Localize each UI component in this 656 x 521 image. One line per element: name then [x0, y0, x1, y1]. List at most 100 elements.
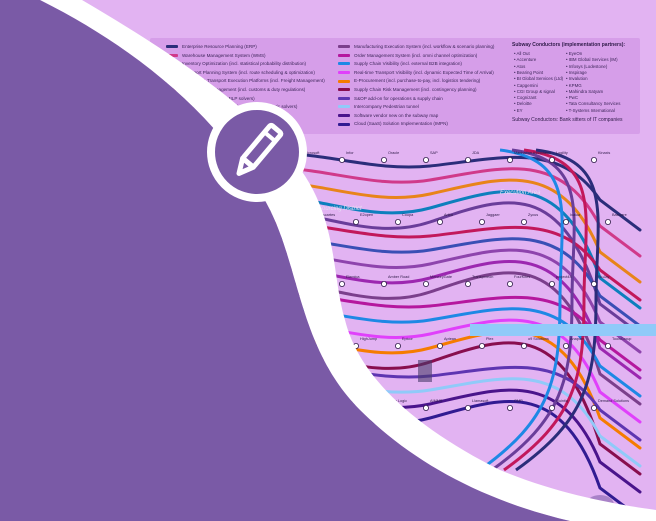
legend-label: S&OP add-on for operations & supply chai…: [354, 95, 443, 101]
station-label: AIMMS: [430, 399, 443, 403]
legend-swatch: [338, 122, 350, 126]
station-label: Kinaxis: [598, 151, 611, 155]
station-label: Elemica: [346, 275, 360, 279]
station-dot: [521, 342, 528, 349]
partner-item: • Deloitte: [514, 101, 532, 107]
station-label: o9 Solutions: [528, 337, 549, 341]
station-dot: [478, 218, 485, 225]
station-dot: [296, 404, 303, 411]
station-dot: [506, 156, 513, 163]
landmark-tower-icon: [418, 360, 432, 382]
station-label: BluJay: [598, 275, 610, 279]
station-dot: [352, 342, 359, 349]
station-label: River Logic: [388, 399, 407, 403]
conductors-note: Subway Conductors: Bank sitters of IT co…: [512, 117, 623, 123]
station-label: OMP: [514, 399, 523, 403]
legend-item: Intercompany Pedestrian tunnel: [338, 104, 419, 110]
legend-swatch: [166, 105, 178, 109]
legend-label: Software vendor new on the subway map: [354, 112, 439, 118]
legend-swatch: [338, 88, 350, 92]
legend-item: Inventory Optimization (incl. statistica…: [166, 61, 306, 67]
station-dot: [464, 404, 471, 411]
station-label: Demand Solutions: [598, 399, 630, 403]
legend-item: Transport Planning System (incl. route s…: [166, 70, 315, 76]
station-label: Coupa: [402, 213, 414, 217]
station-label: Quintiq: [556, 399, 569, 403]
legend-item: Warehouse Management System (WMS): [166, 53, 266, 59]
legend-label: Warehouse Management System (WMS): [182, 52, 266, 58]
partner-item: • Accenture: [514, 57, 537, 63]
station-dot: [380, 156, 387, 163]
legend-item: Supply Chain Visibility (incl. external …: [338, 61, 462, 67]
station-dot: [549, 404, 556, 411]
legend-swatch: [338, 96, 350, 100]
station-dot: [521, 218, 528, 225]
station-dot: [436, 218, 443, 225]
legend-swatch: [166, 62, 178, 66]
partners-title: Subway Conductors (implementation partne…: [512, 42, 626, 48]
legend-swatch: [166, 88, 178, 92]
station-label: Aptean: [444, 337, 457, 341]
station-label: SAP: [430, 151, 438, 155]
legend-item: Software vendor new on the subway map: [338, 113, 438, 119]
district-label-sourcing: Sourcing District: [318, 206, 362, 212]
legend-swatch: [166, 45, 178, 49]
legend-swatch: [338, 62, 350, 66]
station-dot: [422, 404, 429, 411]
legend-label: Inventory Optimization (incl. statistica…: [182, 61, 307, 67]
station-label: ToolsGroup: [612, 337, 632, 341]
station-dot: [478, 342, 485, 349]
station-dot: [563, 342, 570, 349]
legend-item: Global Trade Management (incl. customs &…: [166, 87, 305, 93]
legend-item: Shipment & Transport Execution Platforms…: [166, 78, 325, 84]
station-label: Slimstock: [304, 399, 321, 403]
partner-item: • All Out: [514, 51, 530, 56]
station-label: Ariba: [444, 213, 453, 217]
legend-item: S&OP add-on for operations & supply chai…: [338, 96, 443, 102]
partner-item: • Tata Consultancy Services: [566, 101, 621, 107]
legend-swatch: [166, 71, 178, 75]
station-dot: [352, 218, 359, 225]
station-label: GEP: [304, 275, 313, 279]
legend-item: E-Procurement (incl. purchase-to-pay, in…: [338, 78, 480, 84]
partner-item: • Infosys (Lodestone): [566, 63, 608, 69]
station-dot: [506, 280, 513, 287]
station-label: Anaplan: [570, 337, 584, 341]
station-label: JDA: [472, 151, 480, 155]
station-dot: [380, 404, 387, 411]
legend-label: Global Trade Management (incl. customs &…: [182, 87, 306, 92]
station-label: Infor: [346, 151, 354, 155]
legend-label: Intercompany Pedestrian tunnel: [354, 104, 419, 110]
station-dot: [605, 342, 612, 349]
station-dot: [591, 156, 598, 163]
partner-item: • Cognizant: [514, 95, 537, 101]
station-label: Blue Yonder: [346, 399, 367, 403]
legend-swatch: [338, 53, 350, 57]
legend-swatch: [338, 79, 350, 83]
partner-item: • Bearing Point: [514, 69, 544, 75]
station-dot: [296, 280, 303, 287]
station-label: Logility: [556, 151, 568, 155]
station-label: Llamasoft: [472, 399, 489, 403]
legend-swatch: [338, 45, 350, 49]
legend-swatch: [166, 53, 178, 57]
legend-label: Planning: [182, 112, 200, 118]
station-dot: [338, 156, 345, 163]
station-dot: [464, 280, 471, 287]
legend-item: Enterprise Resource Planning (ERP): [166, 44, 257, 50]
legend-label: Cloud (SaaS) Solution Implementation (IM…: [354, 121, 448, 127]
district-label-execution: Execution Area: [500, 190, 541, 196]
pencil-icon: [207, 102, 307, 202]
partner-item: • CGI Group & signal: [514, 88, 555, 94]
edit-button[interactable]: [205, 100, 309, 204]
station-label: Softeon: [318, 337, 332, 341]
legend-item: Manufacturing Execution System (incl. wo…: [338, 44, 494, 50]
station-dot: [436, 342, 443, 349]
station-dot: [380, 280, 387, 287]
legend-label: Supply Chain Visibility (incl. external …: [354, 61, 462, 67]
partner-item: • Mahindra Satyam: [566, 88, 604, 94]
station-label: Jaggaer: [486, 213, 500, 217]
station-dot: [422, 156, 429, 163]
station-label: Amber Road: [388, 275, 410, 279]
station-label: MercuryGate: [430, 275, 452, 279]
